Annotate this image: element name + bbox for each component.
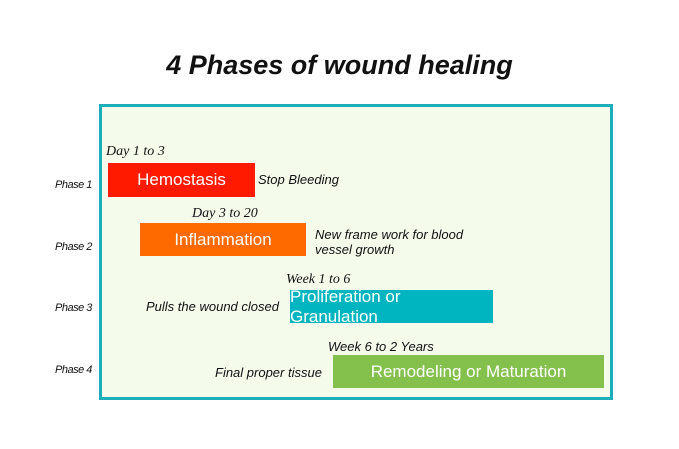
phase-3-note: Pulls the wound closed [146,299,279,314]
phase-3-duration: Week 1 to 6 [286,272,351,287]
phase-4-label: Phase 4 [55,364,92,376]
inflammation-bar: Inflammation [140,223,306,256]
proliferation-bar: Proliferation or Granulation [290,287,493,326]
phase-2-note-line-1: New frame work for blood [315,227,464,242]
phase-4-duration: Week 6 to 2 Years [328,339,434,354]
phase-3-label: Phase 3 [55,302,92,314]
diagram-title: 4 Phases of wound healing [166,50,513,80]
hemostasis-bar: Hemostasis [108,163,255,197]
phase-2-duration: Day 3 to 20 [192,206,258,221]
remodeling-bar: Remodeling or Maturation [333,355,604,388]
phase-4-note: Final proper tissue [215,365,322,380]
phase-1-duration: Day 1 to 3 [106,144,165,159]
phase-1-label: Phase 1 [55,179,92,191]
phase-2-note-line-2: vessel growth [315,242,395,257]
phase-2-label: Phase 2 [55,241,92,253]
phase-1-note: Stop Bleeding [258,172,339,187]
